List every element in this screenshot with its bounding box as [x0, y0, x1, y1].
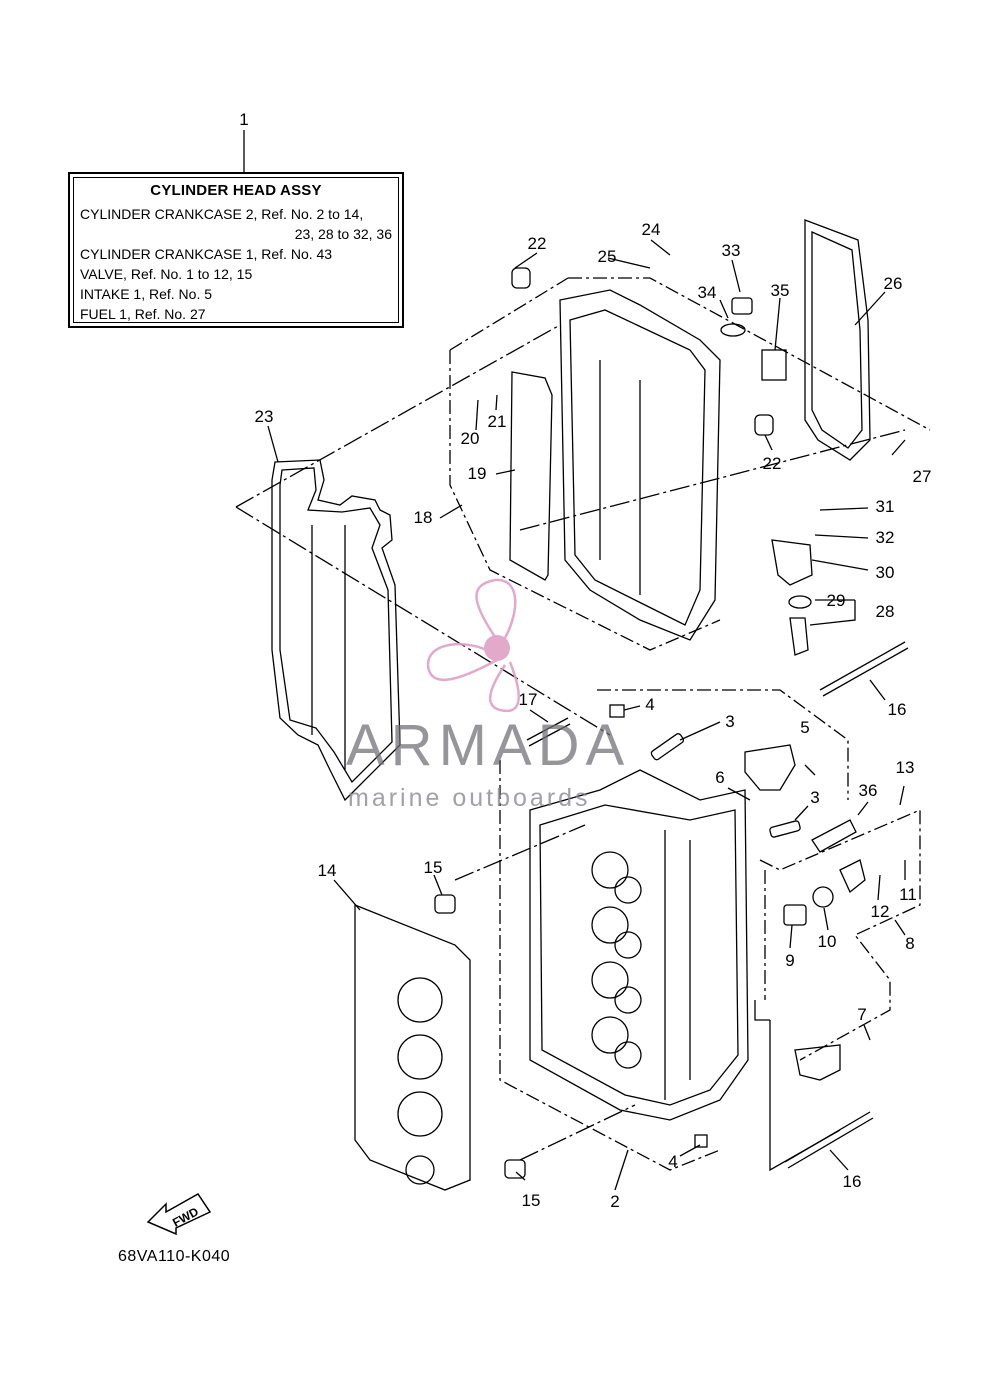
- callout-35: 35: [771, 281, 790, 300]
- callout-27: 27: [913, 467, 932, 486]
- callout-34: 34: [698, 283, 717, 302]
- callout-8: 8: [905, 934, 914, 953]
- callout-32: 32: [876, 528, 895, 547]
- callout-29: 29: [827, 591, 846, 610]
- legend-line: VALVE, Ref. No. 1 to 12, 15: [80, 266, 253, 282]
- callout-30: 30: [876, 563, 895, 582]
- callout-4: 4: [645, 695, 654, 714]
- callout-6: 6: [715, 768, 724, 787]
- legend-line: 23, 28 to 32, 36: [294, 226, 392, 242]
- callout-17: 17: [519, 690, 538, 709]
- legend-line: FUEL 1, Ref. No. 27: [80, 306, 206, 322]
- callout-20: 20: [461, 429, 480, 448]
- callout-1: 1: [239, 110, 248, 129]
- callout-19: 19: [468, 464, 487, 483]
- callout-3: 3: [810, 788, 819, 807]
- callout-24: 24: [642, 220, 661, 239]
- callout-31: 31: [876, 497, 895, 516]
- callout-33: 33: [722, 241, 741, 260]
- callout-16: 16: [888, 700, 907, 719]
- callout-10: 10: [818, 932, 837, 951]
- callout-36: 36: [859, 781, 878, 800]
- callout-9: 9: [785, 951, 794, 970]
- callout-5: 5: [800, 718, 809, 737]
- diagram-code: 68VA110-K040: [118, 1248, 231, 1265]
- callout-16: 16: [843, 1172, 862, 1191]
- callout-18: 18: [414, 508, 433, 527]
- watermark-brand: ARMADA: [346, 713, 631, 778]
- callout-2: 2: [610, 1192, 619, 1211]
- watermark-tagline: marine outboards: [348, 784, 591, 812]
- legend-line: CYLINDER CRANKCASE 2, Ref. No. 2 to 14,: [80, 206, 364, 222]
- callout-13: 13: [896, 758, 915, 777]
- callout-15: 15: [522, 1191, 541, 1210]
- callout-22: 22: [528, 234, 547, 253]
- callout-22: 22: [763, 454, 782, 473]
- assembly-legend: CYLINDER HEAD ASSY CYLINDER CRANKCASE 2,…: [68, 172, 404, 328]
- callout-15: 15: [424, 858, 443, 877]
- fwd-arrow-icon: FWD: [146, 1193, 212, 1236]
- watermark-logo: [426, 578, 520, 713]
- callout-4: 4: [668, 1152, 677, 1171]
- callout-25: 25: [598, 247, 617, 266]
- callout-21: 21: [488, 412, 507, 431]
- legend-line: CYLINDER CRANKCASE 1, Ref. No. 43: [80, 246, 333, 262]
- callout-14: 14: [318, 861, 337, 880]
- callout-7: 7: [857, 1005, 866, 1024]
- callout-12: 12: [871, 902, 890, 921]
- callout-28: 28: [876, 602, 895, 621]
- callout-23: 23: [255, 407, 274, 426]
- legend-title: CYLINDER HEAD ASSY: [150, 182, 322, 199]
- callout-11: 11: [899, 885, 917, 904]
- legend-line: INTAKE 1, Ref. No. 5: [80, 286, 213, 302]
- callout-3: 3: [725, 712, 734, 731]
- callout-26: 26: [884, 274, 903, 293]
